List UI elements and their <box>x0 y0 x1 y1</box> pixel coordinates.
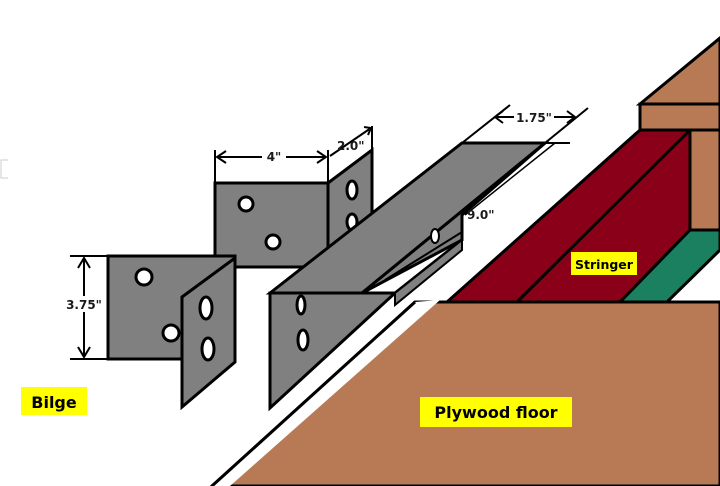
dimension-flange: 1.75" <box>461 104 589 144</box>
dim-width-label: 4" <box>267 150 282 164</box>
floor-gap <box>212 300 440 486</box>
stringer-edge-line <box>515 128 692 304</box>
hole <box>295 294 307 316</box>
label-bilge-text: Bilge <box>31 393 77 412</box>
dimension-length: 9.0" <box>464 142 556 222</box>
hole <box>200 336 216 362</box>
hole <box>237 195 255 213</box>
edge-mark <box>0 159 8 179</box>
hole <box>264 233 282 251</box>
dim-depth-label: 2.0" <box>337 139 365 153</box>
hull-top <box>635 36 720 106</box>
hole <box>134 267 154 287</box>
green-strip <box>616 228 720 304</box>
label-plywood-floor: Plywood floor <box>420 397 572 427</box>
dimension-width: 4" <box>214 148 329 183</box>
label-plywood-floor-text: Plywood floor <box>434 403 557 422</box>
label-bilge: Bilge <box>21 387 87 415</box>
dim-length-label: 9.0" <box>467 208 495 222</box>
small-angle-bracket-front <box>106 254 237 411</box>
dimension-height: 3.75" <box>64 255 108 360</box>
hole <box>161 323 181 343</box>
dimension-depth: 2.0" <box>329 126 373 157</box>
hole <box>430 228 440 244</box>
dim-flange-label: 1.75" <box>516 111 552 125</box>
label-stringer-text: Stringer <box>575 257 634 272</box>
stringer-end-face <box>688 128 720 232</box>
label-stringer: Stringer <box>571 252 637 275</box>
shelf-board <box>638 102 720 132</box>
hole <box>345 179 359 201</box>
small-angle-bracket-back <box>213 147 374 269</box>
long-angle-bracket <box>265 141 550 412</box>
hole <box>198 295 214 321</box>
dim-height-label: 3.75" <box>66 298 102 312</box>
hole <box>296 328 310 352</box>
floor-edge <box>210 300 417 486</box>
